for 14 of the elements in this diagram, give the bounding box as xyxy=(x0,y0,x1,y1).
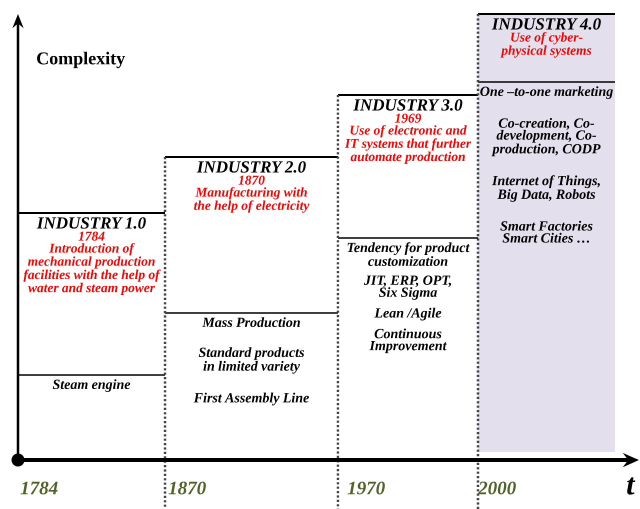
era-header: INDUSTRY 3.0 1969 Use of electronic and IT systems that further automate production xyxy=(344,99,472,164)
era-header: INDUSTRY 2.0 1870 Manufacturing with the help of electricity xyxy=(194,161,310,213)
era-text: Steam engine xyxy=(52,379,130,392)
year-label: 1784 xyxy=(20,482,58,494)
axis-label: t xyxy=(627,477,636,495)
era-text: Tendency for product customization JIT, ERP, OPT, Six Sigma Lean /Agile Continuous Improvement xyxy=(348,242,470,354)
axis-title: Complexity xyxy=(37,52,126,68)
year-label: 1870 xyxy=(168,482,206,494)
year-label: 2000 xyxy=(478,482,516,494)
year-label: 1970 xyxy=(348,482,385,494)
era-text: One –to-one marketing Co-creation, Co- development, Co-production, CODP Internet of Things, Big Data, Robots Smart Factories Smart Cities … xyxy=(480,86,613,243)
era-header: INDUSTRY 1.0 1784 Introduction of mechanical production facilities with the help of water and steam power xyxy=(23,217,161,295)
era-header: INDUSTRY 4.0 Use of cyber-physical systems xyxy=(492,18,601,58)
era-text: Mass Production Standard products in limited variety First Assembly Line xyxy=(194,317,309,406)
